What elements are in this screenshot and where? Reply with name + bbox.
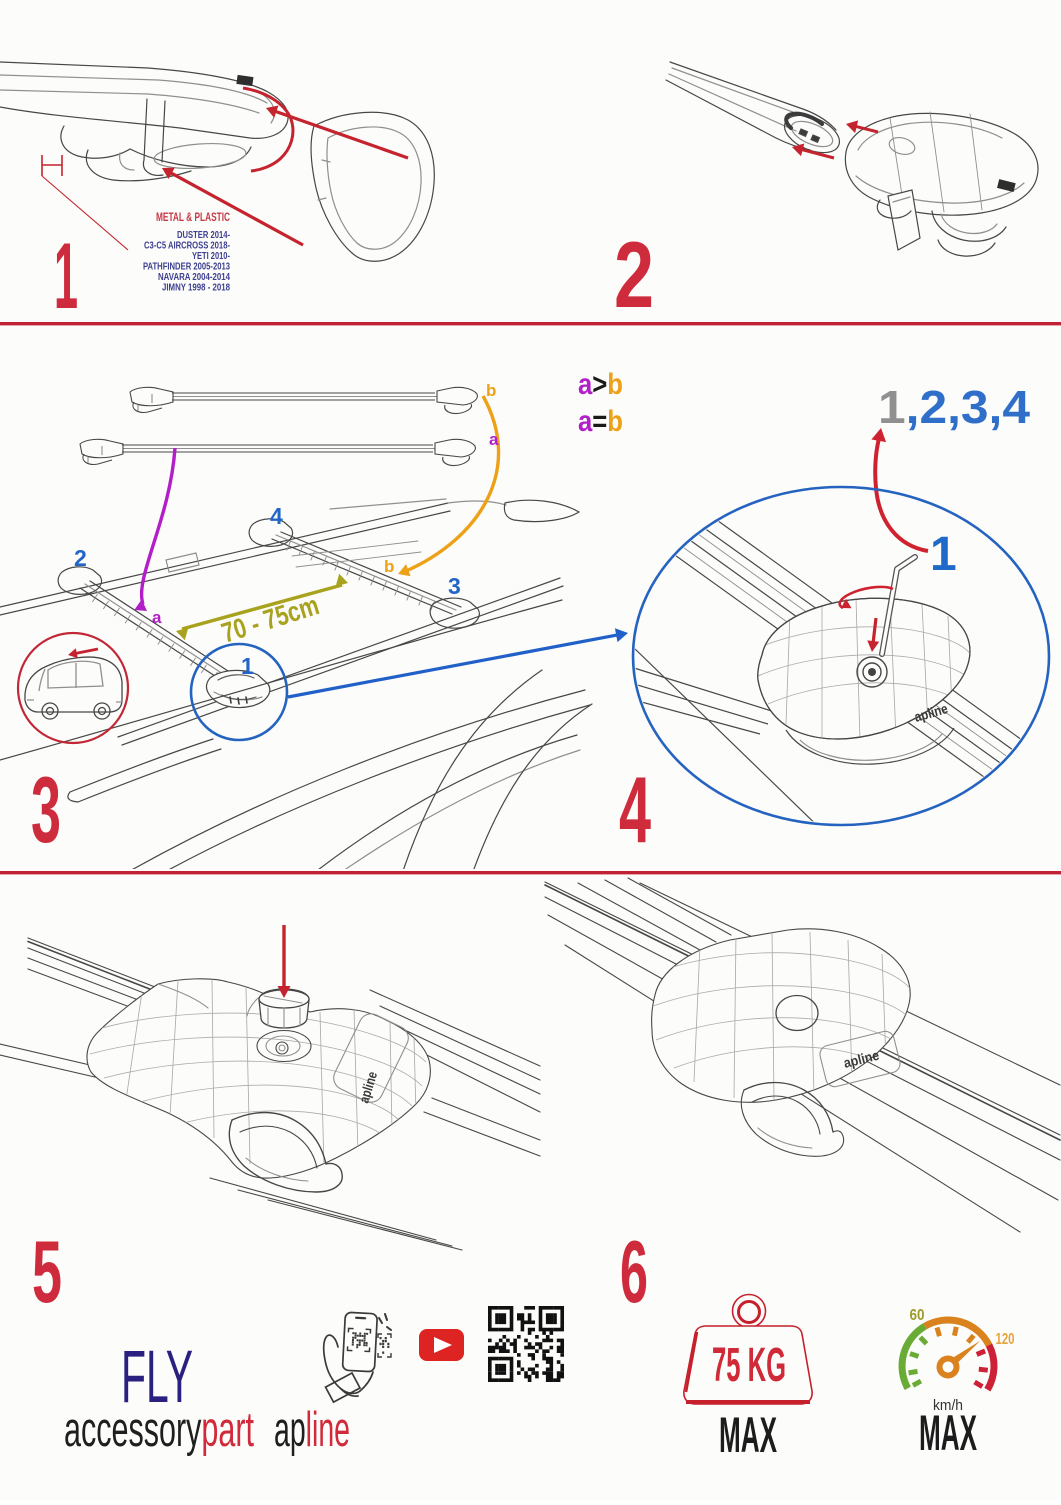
svg-text:a>b: a>b	[578, 368, 623, 401]
svg-text:a=b: a=b	[578, 405, 623, 438]
svg-text:2: 2	[614, 222, 654, 327]
svg-text:METAL & PLASTIC: METAL & PLASTIC	[156, 212, 230, 224]
svg-text:60: 60	[910, 1307, 925, 1324]
svg-text:120: 120	[996, 1331, 1015, 1348]
svg-text:5: 5	[32, 1222, 62, 1321]
svg-text:1: 1	[241, 653, 254, 679]
svg-text:accessorypart: accessorypart	[64, 1403, 254, 1457]
svg-text:4: 4	[270, 503, 283, 529]
svg-text:4: 4	[619, 757, 651, 862]
svg-text:1: 1	[54, 223, 78, 328]
svg-text:3: 3	[448, 573, 461, 599]
svg-text:apline: apline	[274, 1403, 350, 1457]
svg-text:JIMNY 1998 - 2018: JIMNY 1998 - 2018	[162, 282, 230, 294]
svg-text:b: b	[486, 381, 496, 400]
svg-text:a: a	[489, 430, 499, 449]
svg-text:a: a	[152, 608, 162, 627]
svg-text:6: 6	[620, 1222, 648, 1321]
svg-text:MAX: MAX	[919, 1405, 977, 1461]
svg-text:3: 3	[31, 757, 61, 862]
svg-text:2: 2	[74, 545, 87, 571]
svg-text:MAX: MAX	[719, 1407, 777, 1463]
svg-text:1,2,3,4: 1,2,3,4	[878, 381, 1030, 433]
svg-text:1: 1	[930, 528, 957, 581]
svg-text:75 KG: 75 KG	[712, 1339, 786, 1392]
svg-text:b: b	[384, 557, 394, 576]
